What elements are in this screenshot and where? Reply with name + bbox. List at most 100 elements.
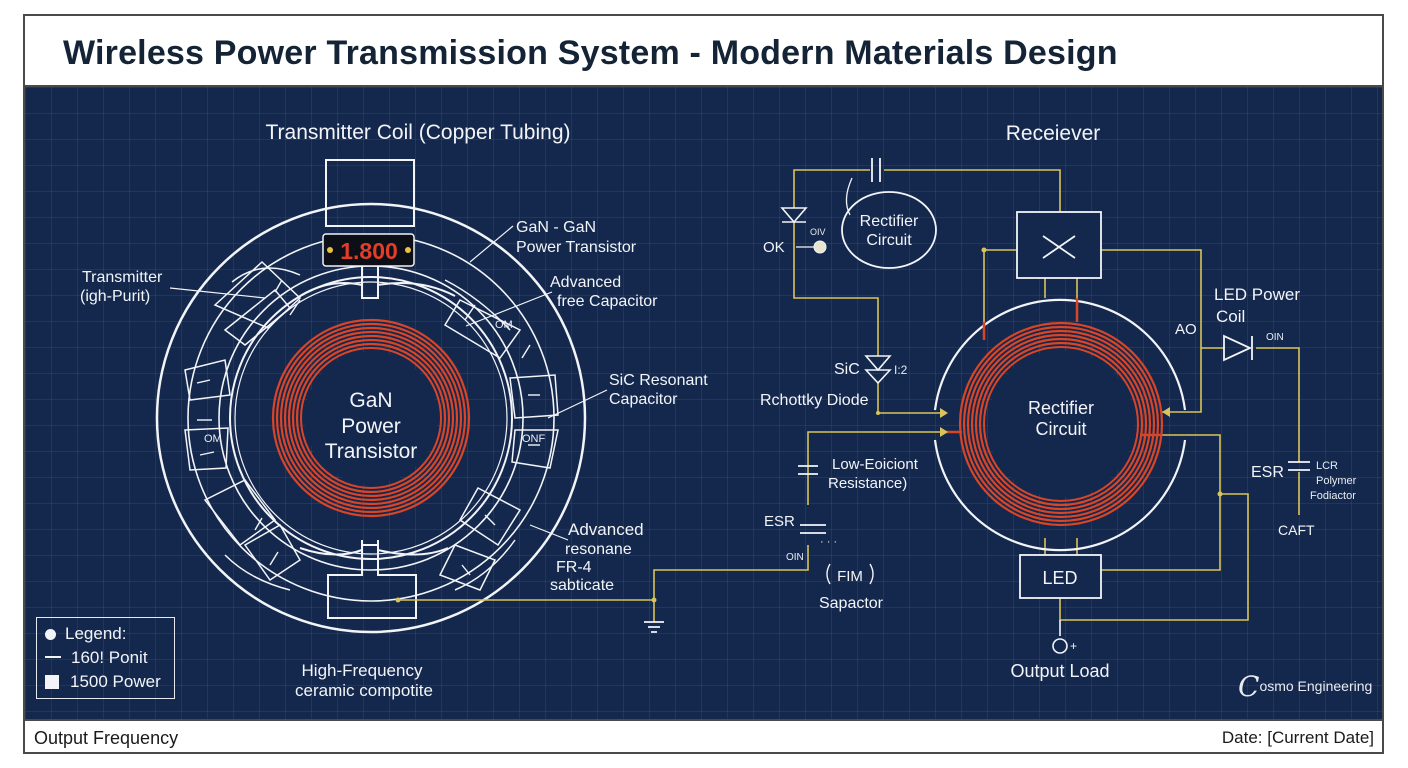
esr-left: ESR	[764, 513, 795, 530]
segment-arc-lr	[454, 539, 516, 591]
transmitter-coil-core	[305, 352, 437, 484]
footer-date: Date: [Current Date]	[1221, 728, 1374, 747]
segment-right-1	[509, 374, 559, 419]
display-value: 1.800	[340, 238, 398, 264]
led-label: LED	[1042, 568, 1077, 588]
led-power-diode	[1223, 334, 1253, 362]
esr-capacitor	[800, 524, 826, 534]
transmitter-top-module	[299, 159, 456, 619]
esr-right: ESR	[1251, 464, 1284, 481]
label-adv-res-3: FR-4	[556, 559, 592, 576]
led-power-2: Coil	[1216, 307, 1245, 326]
wire-transmitter-feed	[398, 545, 809, 601]
legend-title-row: Legend:	[45, 624, 126, 644]
led-box: LED	[1019, 554, 1102, 599]
segment-label-om-2: OM	[204, 433, 222, 445]
page-title: Wireless Power Transmission System - Mod…	[63, 34, 1118, 72]
wire-receiver-right	[1101, 249, 1202, 413]
transmitter-callouts	[169, 225, 608, 541]
display-dot-left	[327, 247, 333, 253]
rectifier-bubble: Rectifier Circuit	[841, 177, 937, 269]
digital-display: 1.800	[322, 233, 415, 267]
logo-text: osmo Engineering	[1259, 678, 1373, 694]
label-sic-1: SiC Resonant	[609, 372, 708, 389]
transmitter-copper-coil	[271, 318, 471, 518]
diode-top-left	[780, 207, 808, 224]
polymer-2: Polymer	[1316, 475, 1357, 487]
receiver-copper-coil	[958, 321, 1164, 527]
label-hf-2: ceramic compotite	[295, 681, 433, 700]
footer: Output Frequency Date: [Current Date]	[25, 719, 1382, 752]
segment-label-om-1: OM	[495, 319, 513, 331]
sic-diode	[864, 355, 892, 385]
legend-dot-icon	[45, 629, 56, 640]
bridge-rectifier-box	[1016, 211, 1102, 279]
wire-low-esr	[807, 431, 940, 505]
footer-output-frequency: Output Frequency	[34, 728, 179, 748]
segment-left-2	[184, 427, 229, 471]
wire-top-loop	[793, 169, 1061, 212]
caft-label: CAFT	[1278, 522, 1315, 538]
label-sic-2: Capacitor	[609, 391, 678, 408]
probe-knob	[796, 240, 827, 254]
label-adv-res-1: Advanced	[568, 520, 644, 539]
label-adv-cap-2: free Capacitor	[557, 293, 658, 310]
sic-value: I:2	[894, 363, 908, 377]
segment-lower-left-2	[243, 523, 301, 582]
transmitter-outer-ring	[155, 202, 587, 634]
segment-right-2	[511, 429, 559, 469]
bottom-feed-lead-right	[377, 547, 449, 556]
top-capacitor	[871, 158, 881, 182]
receiver-outer-arc	[933, 298, 1187, 411]
ground-symbol	[644, 621, 664, 633]
fim-bracket	[826, 563, 874, 585]
legend-square-icon	[45, 675, 59, 689]
rectifier-center-2: Circuit	[1035, 419, 1086, 439]
low-esr-2: Resistance)	[828, 475, 907, 492]
low-esr-capacitor	[798, 465, 818, 475]
legend-title: Legend:	[65, 624, 127, 643]
transmitter-segments	[184, 260, 559, 591]
fim-label: FIM	[837, 568, 863, 585]
segment-arc-ul	[231, 267, 301, 283]
transmitter-tick-marks	[196, 279, 540, 576]
display-frame	[322, 233, 415, 267]
segment-left-1	[184, 359, 231, 401]
led-power-1: LED Power	[1214, 285, 1300, 304]
ao-label: AO	[1175, 321, 1197, 338]
bubble-tail	[845, 177, 853, 216]
bottom-module-box	[327, 544, 417, 619]
top-feed-stem	[361, 266, 379, 299]
segment-lower-right-2	[438, 544, 497, 591]
coil-center-line3: Transistor	[325, 440, 418, 463]
segment-lower-left	[203, 479, 277, 547]
label-gan-2: Power Transistor	[516, 239, 637, 256]
coil-center-line2: Power	[341, 415, 401, 438]
wire-diode-drop	[793, 222, 879, 356]
segment-arc-ur	[444, 279, 511, 331]
esr-dots: · · ·	[820, 536, 837, 548]
logo-c-mark: C	[1238, 670, 1260, 703]
label-gan-1: GaN - GaN	[516, 219, 596, 236]
bottom-feed-lead-left	[299, 547, 363, 556]
label-adv-res-2: resonane	[565, 541, 632, 558]
legend: Legend: 160! Ponit 1500 Power	[36, 617, 175, 699]
polymer-1: LCR	[1316, 460, 1338, 472]
polymer-capacitor	[1288, 461, 1310, 471]
segment-lower-right	[459, 486, 522, 547]
output-plus: +	[1070, 639, 1077, 653]
output-terminal	[1052, 620, 1068, 654]
sapactor-label: Sapactor	[819, 595, 884, 612]
oin-label: OIN	[786, 552, 804, 563]
legend-line-icon	[45, 656, 61, 658]
wire-output-right	[1101, 434, 1221, 571]
label-transmitter-1: Transmitter	[82, 269, 163, 286]
receiver-assembly	[933, 298, 1187, 552]
receiver-heading: Receiever	[1006, 122, 1101, 145]
transmitter-inner-ring	[229, 276, 513, 560]
transmitter-inner-ring-2	[234, 281, 508, 555]
label-hf-1: High-Frequency	[302, 661, 423, 680]
receiver-arrowheads	[940, 407, 1170, 437]
bubble-outline	[841, 191, 937, 269]
bubble-line2: Circuit	[866, 232, 912, 249]
